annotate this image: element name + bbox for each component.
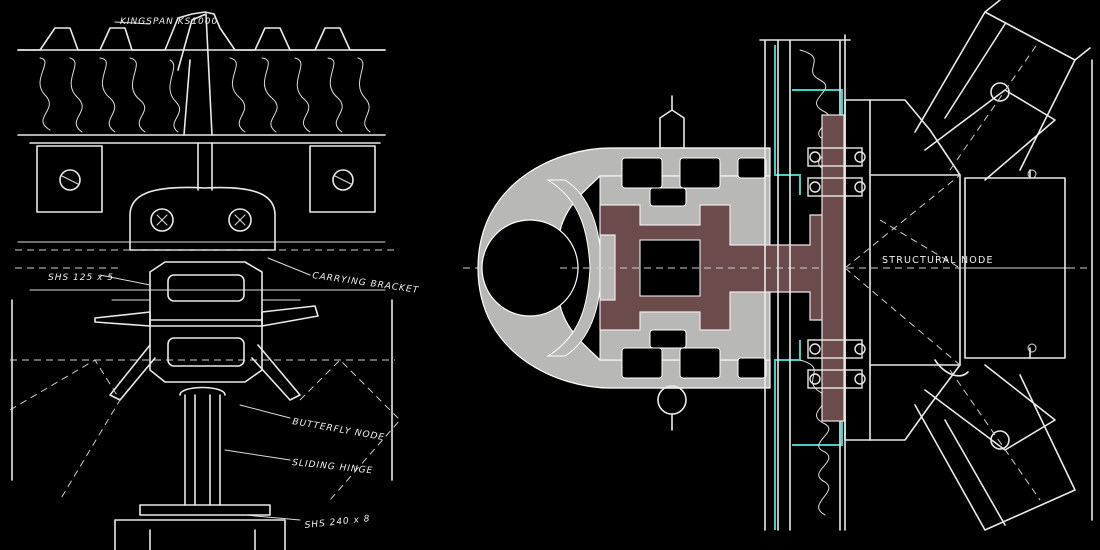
bolts [807,147,866,389]
bracket-plate-right [309,145,376,213]
left-connection-sketch: KINGSPAN KS1000 SHS 125 x 5 CARRYING BRA… [9,11,420,550]
mullion-section [149,261,263,383]
bracket-plate-left [36,145,103,213]
base-plate [821,114,845,422]
sliding-hinge [184,394,221,506]
label-panel: KINGSPAN KS1000 [120,17,218,27]
label-hinge: SLIDING HINGE [292,458,374,476]
label-sls-bottom: SHS 240 x 8 [304,514,371,531]
label-sls-top: SHS 125 x 5 [48,273,114,283]
steel-core [599,204,831,331]
node-head [129,186,276,251]
lower-strut [914,364,1076,531]
seal-line [774,45,843,530]
right-connection-section: STRUCTURAL NODE [463,0,1093,531]
insulation-waves [39,57,371,133]
label-bracket: CARRYING BRACKET [312,271,420,296]
label-structural-node: STRUCTURAL NODE [882,255,994,266]
label-butterfly: BUTTERFLY NODE [291,417,385,443]
upper-strut [914,0,1091,171]
